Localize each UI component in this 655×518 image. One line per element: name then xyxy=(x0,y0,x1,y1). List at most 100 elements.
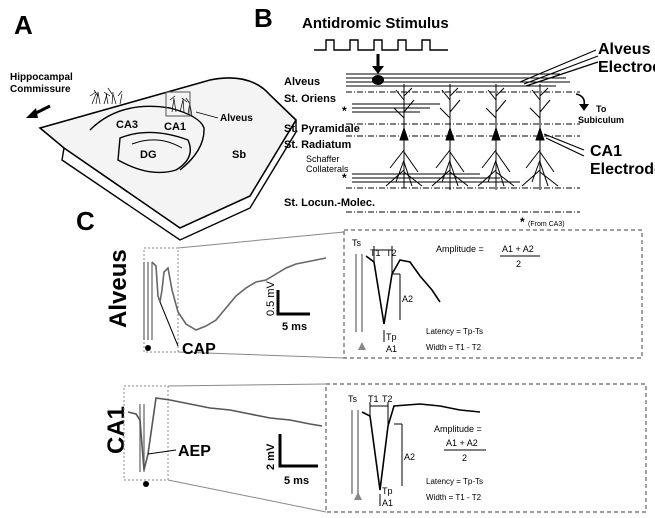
alveus-t2: T2 xyxy=(386,248,397,258)
dentate-gyrus xyxy=(117,131,191,174)
alveus-amplitude-label: Amplitude = xyxy=(436,244,484,254)
alveus-stimulus-dot xyxy=(145,345,151,351)
alveus-ts: Ts xyxy=(352,238,362,248)
ca1-a1: A1 xyxy=(382,498,393,508)
ca1-electrode-label-2: Electrode xyxy=(590,161,655,178)
alveus-cap-pointer xyxy=(159,301,179,347)
panel-b: B Antidromic Stimulus xyxy=(254,3,655,229)
oriens-fibers xyxy=(352,103,440,113)
to-subiculum-label-1: To xyxy=(596,104,607,114)
panel-b-letter: B xyxy=(254,3,273,33)
alveus-electrode-label-2: Electrode xyxy=(598,59,655,76)
ca3-neurons xyxy=(89,87,123,105)
to-subiculum-label-2: Subiculum xyxy=(578,115,624,125)
ca1-ts: Ts xyxy=(348,394,358,404)
ca1-electrode xyxy=(543,133,585,157)
dg-label: DG xyxy=(140,149,157,161)
alveus-zoom-connector-top xyxy=(177,231,345,249)
schaffer-fibers xyxy=(352,173,520,183)
ca1-inset-box xyxy=(325,383,647,513)
ca1-label: CA1 xyxy=(164,121,186,133)
ca1-latency: Latency = Tp-Ts xyxy=(426,477,483,486)
sb-label: Sb xyxy=(232,149,246,161)
oriens-asterisk: * xyxy=(342,104,347,118)
ca1-trace xyxy=(127,397,323,471)
ca1-scale-v: 2 mV xyxy=(265,443,277,470)
ca1-scale-t: 5 ms xyxy=(284,475,309,487)
pyramidal-curve xyxy=(89,105,205,171)
alveus-tp: Tp xyxy=(386,332,397,342)
ca1-zoom-connector-bottom xyxy=(167,479,327,513)
commissure-label-1: Hippocampal xyxy=(10,72,73,83)
ca1-inset-stim-arrow xyxy=(354,492,362,500)
pyramidal-neurons xyxy=(385,84,559,190)
panel-c-letter: C xyxy=(76,206,95,236)
cap-label: CAP xyxy=(182,341,216,358)
pyramidal-neuron-1 xyxy=(385,84,423,188)
alveus-amplitude-num: A1 + A2 xyxy=(502,244,534,254)
subiculum-arrowhead xyxy=(579,104,589,111)
aep-label: AEP xyxy=(178,443,211,460)
ca1-t2: T2 xyxy=(382,394,393,404)
layer-pyramidale-label: St. Pyramidale xyxy=(284,123,360,135)
alveus-t1: T1 xyxy=(370,248,381,258)
alveus-inset-trace xyxy=(355,246,441,342)
alveus-a1: A1 xyxy=(386,344,397,354)
alveus-latency: Latency = Tp-Ts xyxy=(426,327,483,336)
layer-boundaries xyxy=(346,91,580,213)
alveus-pointer xyxy=(195,111,219,119)
ca1-tp: Tp xyxy=(382,486,393,496)
alveus-electrode-label-1: Alveus xyxy=(598,41,651,58)
panel-a: A Hippocampal Commissure CA3 CA1 Alveus … xyxy=(10,10,298,241)
ca1-region-box xyxy=(165,91,191,117)
alveus-stimulus-artifact xyxy=(143,262,153,340)
pyramidal-neuron-3 xyxy=(477,84,515,190)
alveus-scale-t: 5 ms xyxy=(282,321,307,333)
layer-radiatum-label: St. Radiatum xyxy=(284,139,351,151)
alveus-inset-stim-arrow xyxy=(358,342,366,350)
alveus-inset-box xyxy=(343,229,643,359)
hippocampus-slab-edge xyxy=(61,120,297,241)
footnote-label: (From CA3) xyxy=(528,221,565,228)
layer-lm-label: St. Locun.-Molec. xyxy=(284,197,375,209)
ca1-t1: T1 xyxy=(368,394,379,404)
ca1-amplitude-num: A1 + A2 xyxy=(446,438,478,448)
alveus-trace xyxy=(151,257,327,331)
footnote-asterisk: * xyxy=(520,215,525,229)
alveus-width: Width = T1 - T2 xyxy=(426,343,482,352)
layer-oriens-label: St. Oriens xyxy=(284,93,336,105)
ca1-neurons xyxy=(169,95,193,117)
alveus-scale-bar xyxy=(276,290,310,316)
schaffer-label-1: Schaffer xyxy=(306,154,339,164)
dentate-gyrus-inner xyxy=(131,139,183,149)
hippocampus-slab xyxy=(38,77,298,229)
schaffer-label-2: Collaterals xyxy=(306,164,349,174)
ca1-a2: A2 xyxy=(404,452,415,462)
ca1-inset-trace xyxy=(351,402,481,506)
ca1-amplitude-label: Amplitude = xyxy=(434,424,482,434)
ca1-scale-bar xyxy=(278,434,318,468)
commissure-label-2: Commissure xyxy=(10,84,71,95)
layer-alveus-label: Alveus xyxy=(284,76,320,88)
ca1-electrode-label-1: CA1 xyxy=(590,143,622,160)
ca3-label: CA3 xyxy=(116,119,138,131)
alveus-label-a: Alveus xyxy=(220,113,253,124)
stimulating-electrode xyxy=(372,75,384,85)
alveus-amplitude-den: 2 xyxy=(516,259,521,269)
ca1-stimulus-dot xyxy=(143,481,149,487)
panel-a-letter: A xyxy=(14,10,33,40)
ca1-row-label: CA1 xyxy=(103,406,130,454)
alveus-electrode xyxy=(519,49,599,87)
ca1-aep-pointer xyxy=(147,449,177,455)
ca1-zoom-connector-top xyxy=(167,383,327,387)
alveus-zoom-connector-bottom xyxy=(177,351,345,359)
stimulus-title: Antidromic Stimulus xyxy=(302,15,449,32)
alveus-a2: A2 xyxy=(402,294,413,304)
schaffer-asterisk: * xyxy=(342,171,347,185)
pyramidal-neuron-4 xyxy=(521,84,559,190)
ca1-amplitude-den: 2 xyxy=(462,453,467,463)
alveus-row-label: Alveus xyxy=(105,249,132,328)
stimulus-arrowhead xyxy=(372,66,384,74)
stimulus-pulse-train xyxy=(314,39,448,51)
